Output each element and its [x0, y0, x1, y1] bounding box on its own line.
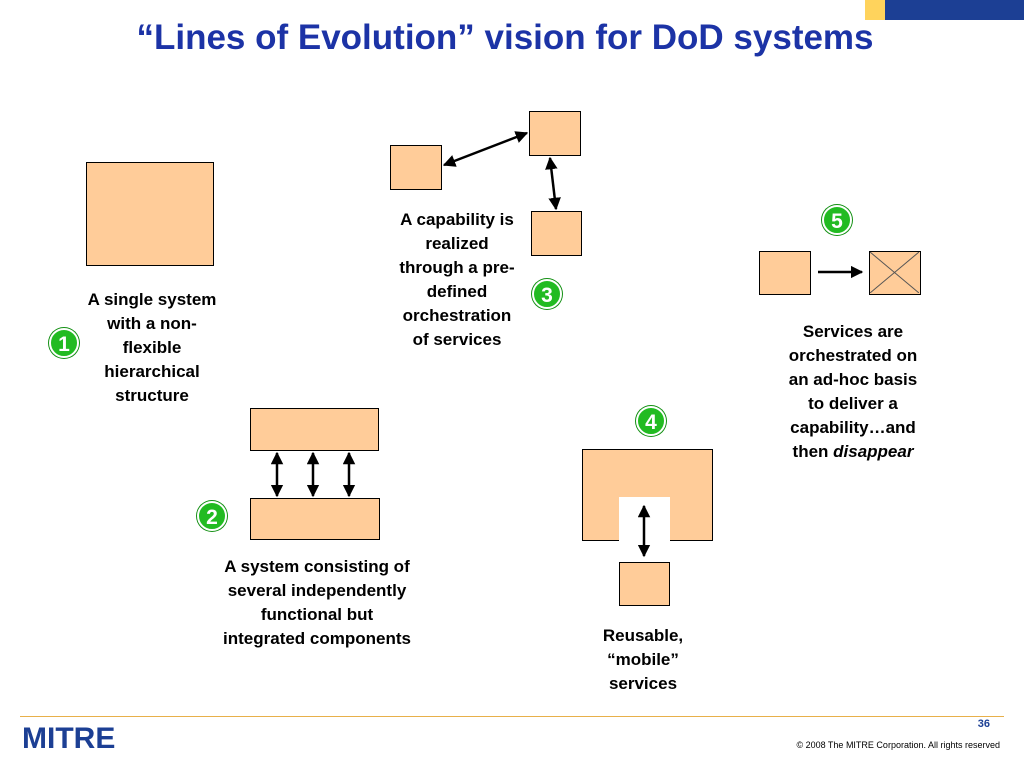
adhoc-service-box — [759, 251, 811, 295]
corner-accent-blue — [885, 0, 1024, 20]
component-top-box — [250, 408, 379, 451]
caption-single-system: A single system with a non- flexible hie… — [87, 290, 217, 405]
page-number: 36 — [977, 718, 990, 730]
crossed-out-icon — [870, 252, 919, 293]
arrow-top-to-bottom — [545, 156, 561, 211]
badge-2: 2 — [197, 501, 227, 531]
service-box-bottom — [531, 211, 582, 256]
copyright-notice: © 2008 The MITRE Corporation. All rights… — [796, 740, 1000, 750]
service-socket — [619, 497, 670, 542]
page-title: “Lines of Evolution” vision for DoD syst… — [136, 18, 874, 57]
badge-4: 4 — [636, 406, 666, 436]
caption-mobile-services: Reusable, “mobile” services — [602, 626, 684, 693]
service-box-left — [390, 145, 442, 190]
emphasis-disappear: disappear — [833, 442, 914, 461]
service-box-top — [529, 111, 581, 156]
single-system-box — [86, 162, 214, 266]
badge-1: 1 — [49, 328, 79, 358]
caption-predefined-orchestration: A capability is realized through a pre- … — [399, 210, 515, 349]
corner-accent-gold — [865, 0, 885, 20]
arrow-left-to-top — [442, 131, 529, 167]
footer-divider — [20, 716, 1004, 717]
mitre-logo: MITRE — [22, 722, 116, 755]
caption-integrated-components: A system consisting of several independe… — [223, 557, 411, 648]
badge-3: 3 — [532, 279, 562, 309]
component-bottom-box — [250, 498, 380, 540]
badge-5: 5 — [822, 205, 852, 235]
mobile-service-box — [619, 562, 670, 606]
caption-adhoc-orchestration: Services are orchestrated on an ad-hoc b… — [788, 322, 918, 461]
disappeared-service-box — [869, 251, 921, 295]
